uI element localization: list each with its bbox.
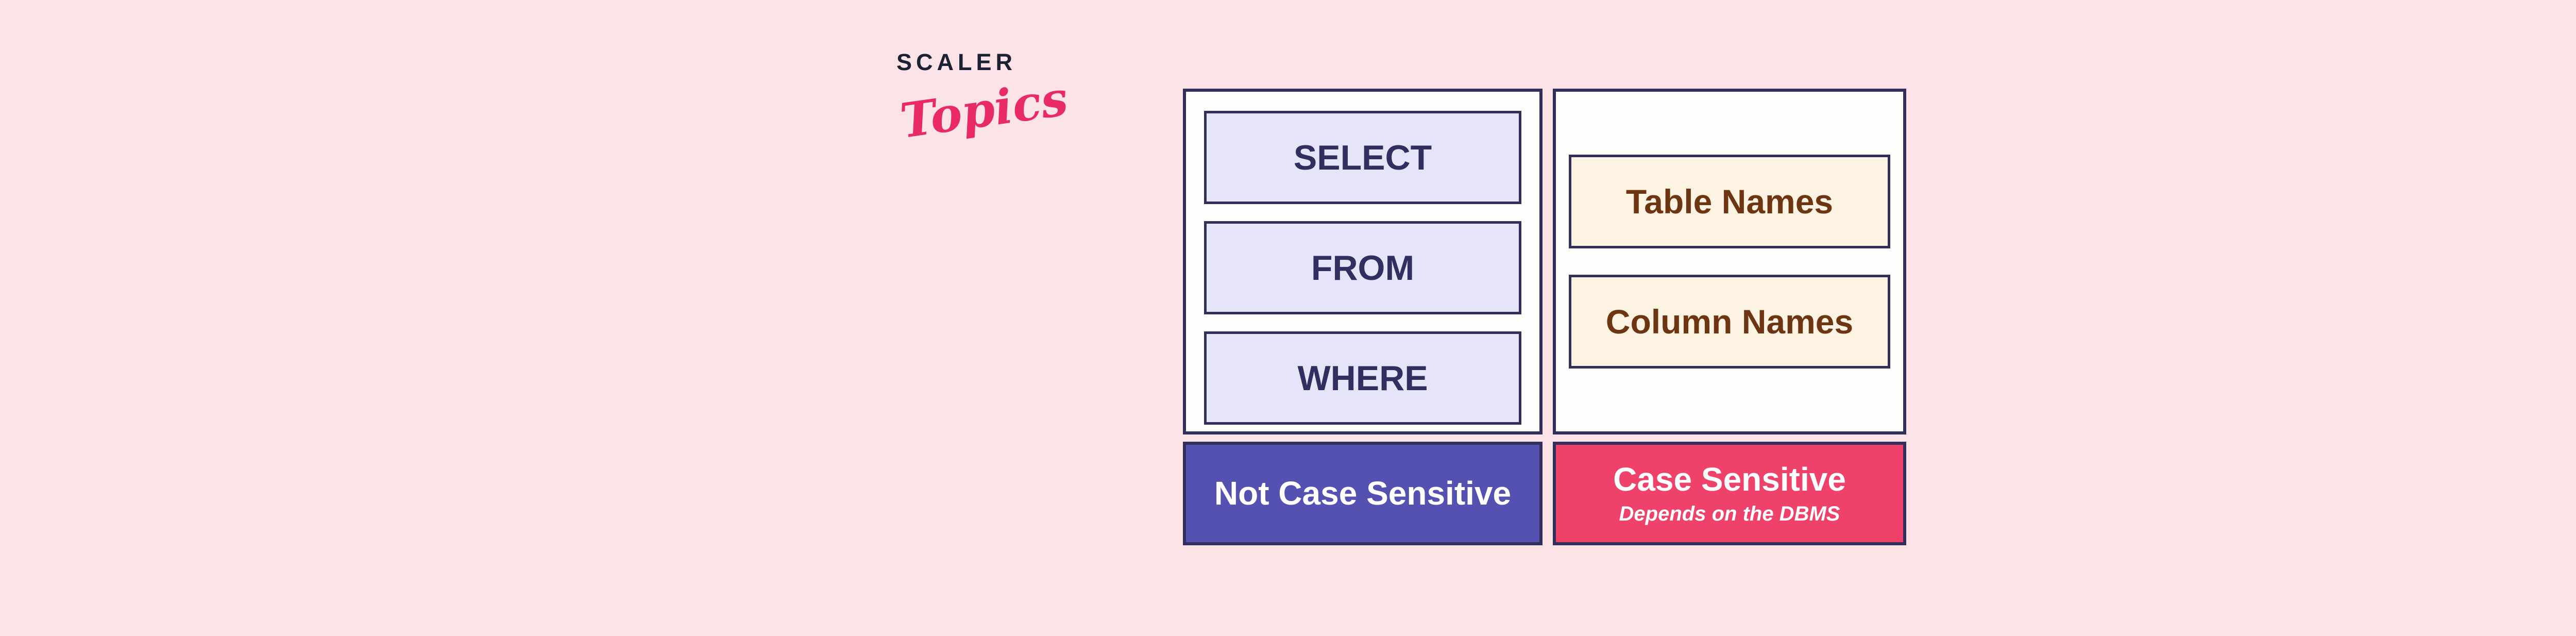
keyword-label-where: WHERE bbox=[1297, 358, 1428, 398]
case-sensitive-note: Depends on the DBMS bbox=[1619, 503, 1840, 526]
logo-wordmark-script: Topics bbox=[897, 71, 1071, 149]
logo-wordmark-text: Topics bbox=[897, 71, 1071, 149]
keyword-box-where: WHERE bbox=[1204, 331, 1521, 425]
keyword-box-from: FROM bbox=[1204, 221, 1521, 314]
not-case-sensitive-label: Not Case Sensitive bbox=[1214, 474, 1512, 512]
identifier-label-table-names: Table Names bbox=[1625, 182, 1834, 221]
sql-keywords-panel: SELECT FROM WHERE bbox=[1183, 89, 1543, 434]
identifier-box-column-names: Column Names bbox=[1569, 275, 1890, 369]
keyword-box-select: SELECT bbox=[1204, 111, 1521, 204]
case-sensitive-label: Case Sensitive bbox=[1613, 460, 1846, 498]
not-case-sensitive-bar: Not Case Sensitive bbox=[1183, 442, 1543, 545]
logo-brand-text: SCALER bbox=[896, 49, 1017, 75]
keyword-label-select: SELECT bbox=[1293, 138, 1432, 177]
case-sensitive-bar: Case Sensitive Depends on the DBMS bbox=[1553, 442, 1906, 545]
identifier-box-table-names: Table Names bbox=[1569, 155, 1890, 248]
identifier-label-column-names: Column Names bbox=[1605, 303, 1854, 341]
keyword-label-from: FROM bbox=[1311, 248, 1415, 288]
identifiers-panel: Table Names Column Names bbox=[1553, 89, 1906, 434]
scaler-topics-logo: SCALER Topics bbox=[895, 49, 1071, 154]
